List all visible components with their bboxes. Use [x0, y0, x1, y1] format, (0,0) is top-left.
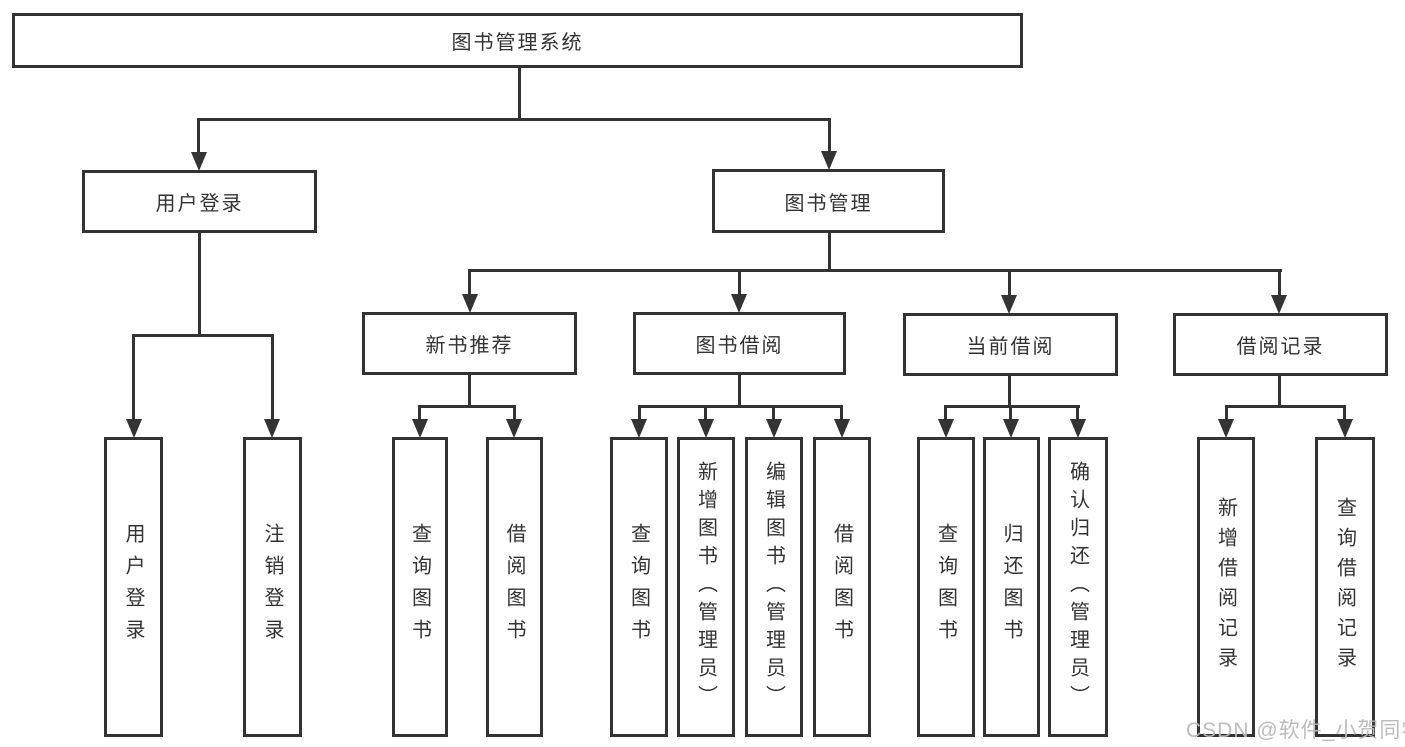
connector-stub-current-borrow	[1008, 269, 1011, 297]
node-leaf-nbr-borrow-label: 借阅图书	[503, 523, 525, 651]
arrow-down-icon	[631, 419, 647, 438]
node-root-label: 图书管理系统	[451, 32, 584, 54]
node-leaf-bb-borrow: 借阅图书	[813, 437, 871, 737]
connector-book-borrow-split	[638, 405, 843, 408]
connector-stub	[944, 405, 947, 421]
node-book-mgmt: 图书管理	[712, 169, 945, 233]
connector-stub	[1225, 405, 1228, 421]
node-leaf-nbr-borrow: 借阅图书	[486, 437, 543, 737]
arrow-down-icon	[1271, 295, 1287, 314]
arrow-down-icon	[1337, 419, 1353, 438]
connector-borrow-records-split	[1225, 405, 1345, 408]
arrow-down-icon	[1001, 295, 1017, 314]
arrow-down-icon	[126, 419, 142, 438]
node-leaf-br-add: 新增借阅记录	[1197, 437, 1255, 737]
arrow-down-icon	[938, 419, 954, 438]
connector-borrow-records-stem	[1278, 374, 1281, 407]
connector-book-mgmt-stem	[828, 230, 831, 272]
connector-stub	[1076, 405, 1079, 421]
connector-stub-leaf-user-login	[132, 334, 135, 420]
node-leaf-br-query-label: 查询借阅记录	[1333, 497, 1356, 677]
connector-stub	[772, 405, 775, 421]
node-new-book-rec-label: 新书推荐	[425, 335, 514, 357]
node-leaf-bb-query: 查询图书	[610, 437, 668, 737]
connector-root-split	[197, 118, 831, 121]
node-leaf-bb-query-label: 查询图书	[627, 523, 650, 651]
connector-stub-borrow-records	[1278, 269, 1281, 297]
connector-stub-book-borrow	[738, 269, 741, 297]
arrow-down-icon	[191, 152, 207, 171]
connector-book-mgmt-split	[468, 269, 1282, 272]
node-leaf-bb-add: 新增图书（管理员）	[677, 437, 735, 737]
arrow-down-icon	[821, 151, 837, 170]
node-leaf-user-login-label: 用户登录	[122, 523, 144, 651]
node-leaf-bb-add-label: 新增图书（管理员）	[694, 461, 717, 713]
connector-stub-user-login	[197, 118, 200, 154]
node-leaf-logout: 注销登录	[243, 437, 302, 737]
arrow-down-icon	[834, 419, 850, 438]
node-current-borrow-label: 当前借阅	[966, 336, 1055, 358]
node-leaf-nbr-query: 查询图书	[392, 437, 448, 737]
node-leaf-nbr-query-label: 查询图书	[408, 523, 431, 651]
arrow-down-icon	[1070, 419, 1086, 438]
node-leaf-cb-return-label: 归还图书	[1000, 523, 1022, 651]
node-borrow-records-label: 借阅记录	[1236, 336, 1325, 358]
connector-stub-leaf-logout	[271, 334, 274, 420]
connector-stub	[840, 405, 843, 421]
node-leaf-br-query: 查询借阅记录	[1315, 437, 1375, 737]
connector-user-login-split	[132, 334, 274, 337]
arrow-down-icon	[1003, 419, 1019, 438]
connector-new-book-rec-split	[418, 405, 516, 408]
connector-user-login-stem	[198, 230, 201, 337]
connector-stub	[1343, 405, 1346, 421]
arrow-down-icon	[1218, 419, 1234, 438]
connector-stub-book-mgmt	[828, 118, 831, 153]
connector-stub	[513, 405, 516, 421]
csdn-watermark: CSDN @软件_小贺同学	[1186, 719, 1405, 742]
node-leaf-cb-return: 归还图书	[983, 437, 1040, 737]
connector-current-borrow-stem	[1008, 374, 1011, 407]
arrow-down-icon	[731, 294, 747, 313]
node-current-borrow: 当前借阅	[903, 313, 1118, 376]
arrow-down-icon	[412, 419, 428, 438]
node-leaf-cb-confirm: 确认归还（管理员）	[1048, 437, 1108, 737]
connector-new-book-rec-stem	[468, 373, 471, 407]
connector-stub	[418, 405, 421, 421]
node-leaf-bb-borrow-label: 借阅图书	[830, 523, 853, 651]
node-book-borrow: 图书借阅	[633, 312, 846, 375]
arrow-down-icon	[698, 419, 714, 438]
node-borrow-records: 借阅记录	[1173, 313, 1388, 376]
node-user-login: 用户登录	[82, 170, 317, 233]
connector-stub	[704, 405, 707, 421]
arrow-down-icon	[462, 294, 478, 313]
connector-current-borrow-split	[944, 405, 1080, 408]
node-leaf-cb-query: 查询图书	[917, 437, 975, 737]
arrow-down-icon	[766, 419, 782, 438]
arrow-down-icon	[506, 419, 522, 438]
node-user-login-label: 用户登录	[155, 193, 244, 215]
arrow-down-icon	[264, 419, 280, 438]
connector-root-stem	[518, 65, 521, 121]
node-leaf-cb-query-label: 查询图书	[934, 523, 957, 651]
node-leaf-cb-confirm-label: 确认归还（管理员）	[1066, 461, 1089, 713]
connector-book-borrow-stem	[738, 373, 741, 407]
connector-stub-new-book-rec	[468, 269, 471, 297]
connector-stub	[638, 405, 641, 421]
node-leaf-br-add-label: 新增借阅记录	[1214, 497, 1237, 677]
connector-stub	[1009, 405, 1012, 421]
node-book-mgmt-label: 图书管理	[784, 192, 873, 215]
node-new-book-rec: 新书推荐	[362, 312, 577, 375]
node-leaf-bb-edit: 编辑图书（管理员）	[745, 437, 803, 737]
node-root: 图书管理系统	[12, 13, 1023, 68]
node-book-borrow-label: 图书借阅	[695, 335, 784, 357]
node-leaf-bb-edit-label: 编辑图书（管理员）	[762, 461, 785, 713]
node-leaf-logout-label: 注销登录	[261, 523, 283, 651]
node-leaf-user-login: 用户登录	[104, 437, 163, 737]
